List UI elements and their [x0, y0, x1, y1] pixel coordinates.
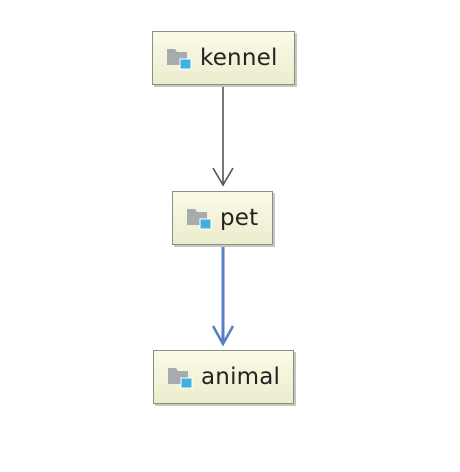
edge-kennel-to-pet[interactable]	[212, 86, 234, 187]
package-node-animal[interactable]: animal	[153, 350, 294, 404]
node-label: animal	[201, 364, 281, 390]
package-icon	[187, 209, 212, 230]
node-label: kennel	[200, 45, 278, 71]
node-label: pet	[220, 205, 259, 231]
package-icon	[167, 49, 192, 70]
package-node-kennel[interactable]: kennel	[152, 31, 295, 85]
package-node-pet[interactable]: pet	[172, 191, 273, 245]
edge-pet-to-animal[interactable]	[211, 246, 235, 347]
package-icon	[168, 368, 193, 389]
